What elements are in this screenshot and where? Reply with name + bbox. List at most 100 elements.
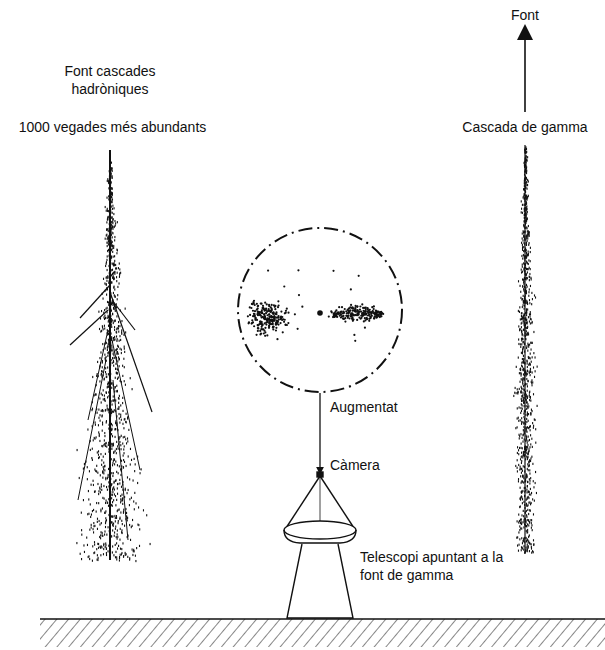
particle-track [526,455,527,457]
particle-track [525,372,526,374]
particle-track [135,502,136,504]
particle-track [101,485,102,487]
particle-track [120,474,121,476]
particle-track [117,487,118,489]
particle-track [526,227,527,229]
particle-track [87,513,88,515]
particle-track [99,433,100,435]
particle-track [114,326,115,328]
particle-track [83,468,84,470]
particle-track [525,450,526,452]
particle-track [102,414,103,416]
particle-track [135,560,136,562]
particle-track [524,343,525,345]
particle-track [526,405,527,407]
particle-track [519,311,520,313]
particle-track [127,536,128,538]
particle-track [118,397,119,399]
particle-track [113,307,114,309]
particle-track [526,177,527,179]
particle-track [522,470,523,472]
particle-track [104,469,105,471]
particle-track [106,376,107,378]
particle-track [114,535,115,537]
particle-track [102,477,103,479]
particle-track [83,499,84,501]
particle-track [88,555,89,557]
particle-track [113,458,114,460]
particle-track [525,458,526,460]
particle-track [127,517,128,519]
particle-track [115,368,116,370]
particle-track [79,477,80,479]
particle-track [523,361,524,363]
particle-track [529,542,530,544]
particle-track [105,409,106,411]
particle-track [109,323,110,325]
particle-track [112,247,113,249]
particle-track [526,499,527,501]
particle-track [527,498,528,500]
particle-track [107,217,108,219]
particle-track [94,543,95,545]
particle-track [527,366,528,368]
particle-track [109,259,110,261]
particle-track [108,408,109,410]
particle-track [517,452,518,454]
particle-track [126,512,127,514]
particle-track [525,256,526,258]
particle-track [517,536,518,538]
source-arrow [524,32,526,112]
particle-track [135,463,136,465]
particle-track [103,485,104,487]
particle-track [524,389,525,391]
particle-track [111,188,112,190]
particle-track [533,543,534,545]
particle-track [521,455,522,457]
particle-track [525,511,526,513]
particle-track [109,257,110,259]
particle-track [112,435,113,437]
particle-track [122,499,123,501]
particle-track [523,412,524,414]
particle-track [522,306,523,308]
particle-track [106,221,107,223]
particle-track [108,448,109,450]
particle-track [106,420,107,422]
particle-track [112,262,113,264]
particle-track [119,335,120,337]
particle-track [523,465,524,467]
particle-track [530,277,531,279]
particle-track [114,239,115,241]
particle-track [116,372,117,374]
particle-track [111,217,112,219]
particle-track [116,558,117,560]
particle-track [119,395,120,397]
particle-track [114,220,115,222]
particle-track [102,535,103,537]
particle-track [110,181,111,183]
particle-track [527,405,528,407]
particle-track [117,338,118,340]
particle-track [113,472,114,474]
particle-track [521,343,522,345]
particle-track [519,529,520,531]
particle-track [530,396,531,398]
particle-track [521,514,522,516]
particle-track [97,412,98,414]
particle-track [116,357,117,359]
particle-track [122,481,123,483]
particle-track [515,465,516,467]
particle-track [531,552,532,554]
particle-track [535,296,536,298]
particle-track [527,262,528,264]
particle-track [111,244,112,246]
particle-track [91,409,92,411]
particle-track [112,228,113,230]
particle-track [107,386,108,388]
particle-track [124,366,125,368]
particle-track [110,387,111,389]
particle-track [112,205,113,207]
particle-track [523,373,524,375]
particle-track [110,330,111,332]
